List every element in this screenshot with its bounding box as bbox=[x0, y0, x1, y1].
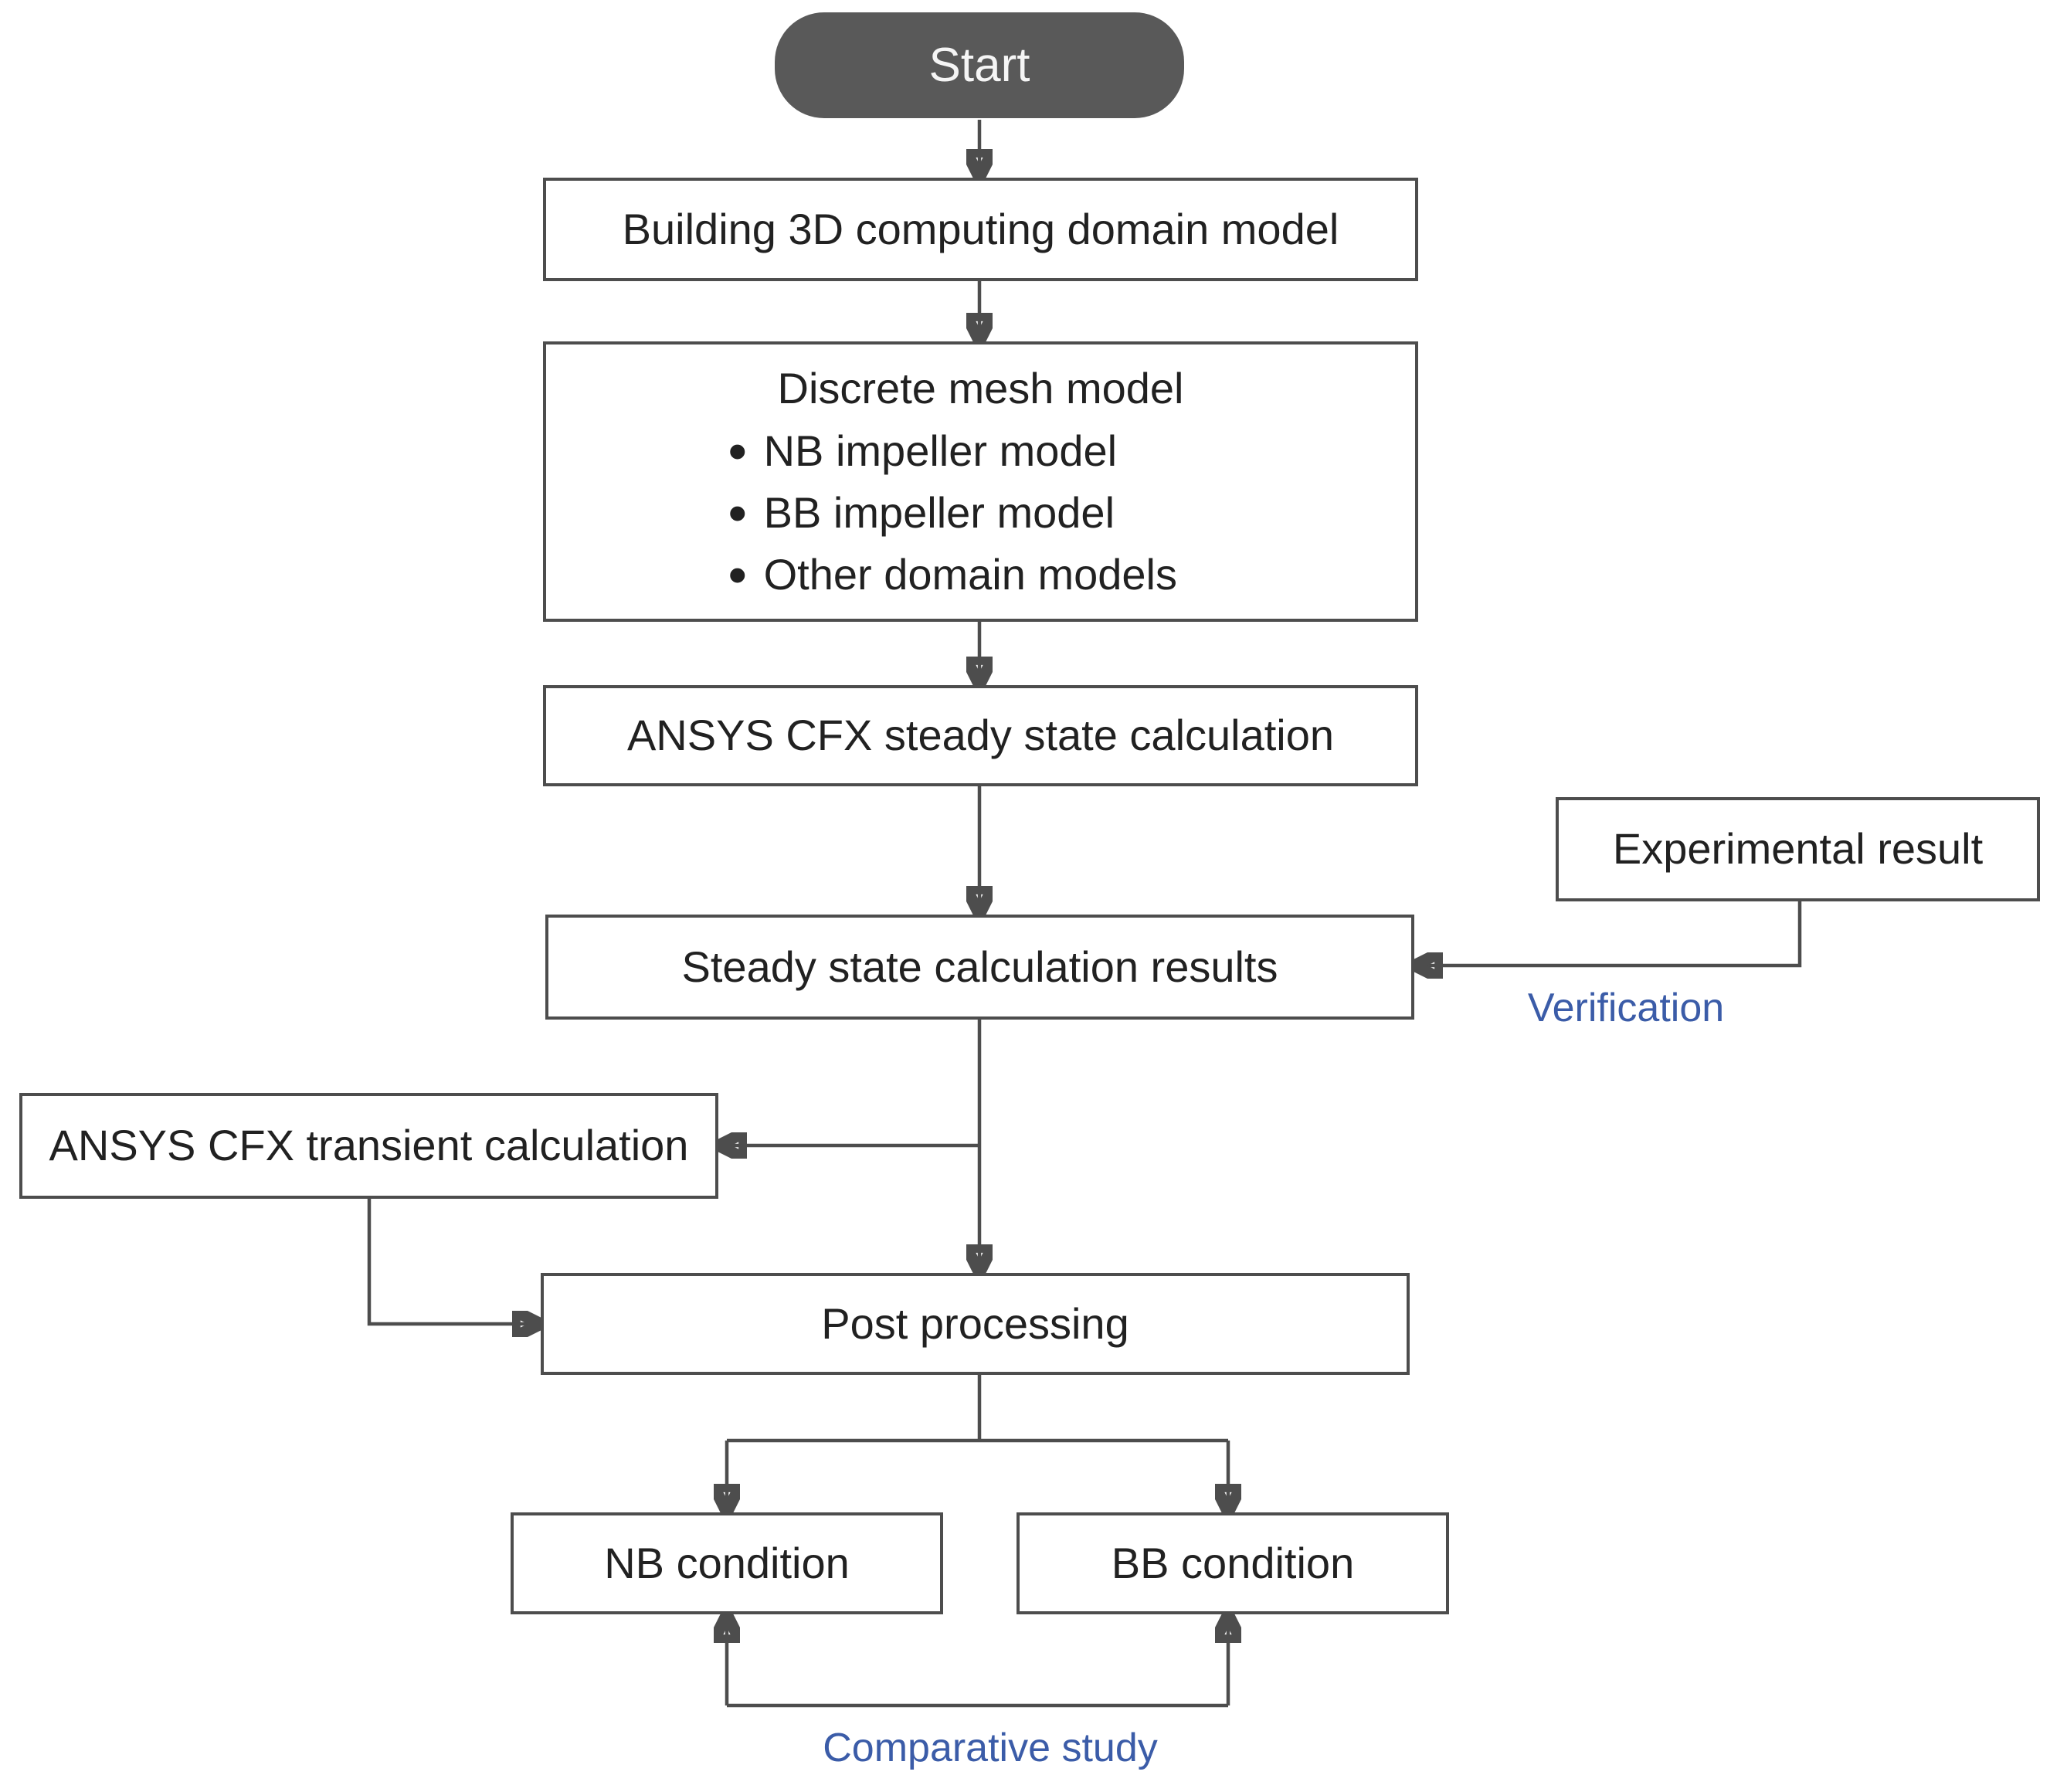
discrete-mesh-bullet-list: • NB impeller model • BB impeller model • O… bbox=[728, 420, 1415, 606]
bullet-icon: • bbox=[728, 482, 748, 543]
label-comparative-study: Comparative study bbox=[823, 1726, 1158, 1770]
node-post-processing: Post processing bbox=[541, 1273, 1410, 1375]
node-bb-condition: BB condition bbox=[1017, 1512, 1449, 1614]
arrow-experimental-to-results bbox=[1414, 901, 1802, 966]
bullet-item-other-domain: • Other domain models bbox=[728, 544, 1415, 606]
bullet-item-nb-impeller: • NB impeller model bbox=[728, 420, 1415, 482]
bullet-icon: • bbox=[728, 544, 748, 605]
bullet-label: NB impeller model bbox=[763, 426, 1118, 475]
node-experimental-result: Experimental result bbox=[1556, 797, 2040, 901]
bullet-icon: • bbox=[728, 420, 748, 481]
bullet-item-bb-impeller: • BB impeller model bbox=[728, 482, 1415, 544]
bullet-label: BB impeller model bbox=[763, 488, 1115, 537]
node-steady-state-results: Steady state calculation results bbox=[545, 915, 1414, 1020]
node-building-3d-domain-model: Building 3D computing domain model bbox=[543, 178, 1418, 281]
discrete-mesh-title: Discrete mesh model bbox=[777, 364, 1184, 412]
node-nb-condition: NB condition bbox=[511, 1512, 943, 1614]
node-start: Start bbox=[775, 12, 1184, 118]
node-steady-state-calculation: ANSYS CFX steady state calculation bbox=[543, 685, 1418, 786]
node-transient-calculation: ANSYS CFX transient calculation bbox=[19, 1093, 718, 1199]
label-verification: Verification bbox=[1527, 986, 1725, 1030]
bullet-label: Other domain models bbox=[763, 550, 1177, 599]
node-discrete-mesh-model: Discrete mesh model • NB impeller model •… bbox=[543, 341, 1418, 622]
arrow-transient-to-post bbox=[367, 1199, 541, 1324]
